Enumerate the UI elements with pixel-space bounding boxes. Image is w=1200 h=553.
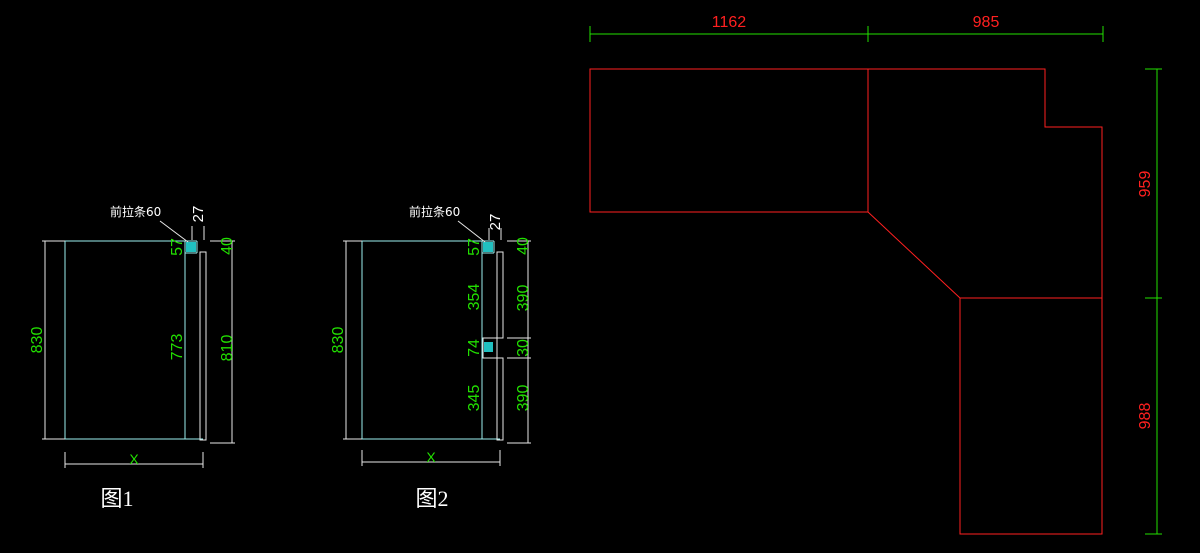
figure-1-side-panel <box>199 251 207 441</box>
plan-top-right-width: 985 <box>973 14 1000 31</box>
plan-lower-section <box>959 297 1103 535</box>
figure-2-note-leader <box>457 220 486 243</box>
figure-2-mid-gap: 30 <box>515 339 532 357</box>
figure-2-mid-rail-height: 74 <box>466 339 483 357</box>
figure-2-upper-inner: 354 <box>466 284 483 311</box>
figure-1-note-leader <box>159 220 189 243</box>
figure-1-front-rail <box>186 242 196 252</box>
plan-top-dim-line <box>589 26 1104 42</box>
figure-2-rail-width-marks <box>488 228 502 240</box>
plan-corner-section <box>867 68 1103 299</box>
figure-2-overall-dim-line <box>343 240 362 440</box>
figure-2-overall-height: 830 <box>330 327 347 354</box>
plan-top-left-width: 1162 <box>712 14 747 31</box>
figure-2-side-dim-line <box>507 240 531 444</box>
figure-1: 830 40 810 57 773 前拉条60 27 X 图1 <box>29 204 236 511</box>
figure-2: 830 40 390 30 390 57 354 74 345 前拉条60 27… <box>330 204 532 511</box>
plan-right-lower-height: 988 <box>1137 403 1154 430</box>
plan-outline <box>589 68 1103 535</box>
figure-1-overall-dim-line <box>42 240 65 440</box>
plan-left-section <box>589 68 869 213</box>
figure-2-mid-rail-fill <box>484 342 493 352</box>
figure-2-width-label: X <box>426 449 436 465</box>
figure-2-lower-inner: 345 <box>466 385 483 412</box>
plan-right-dim-line <box>1145 68 1162 535</box>
plan-right-upper-height: 959 <box>1137 171 1154 198</box>
figure-1-inner-height: 773 <box>169 334 186 361</box>
figure-2-rail-height: 57 <box>466 238 483 256</box>
figure-1-note: 前拉条60 <box>110 204 161 219</box>
figure-2-mid-rail <box>482 337 498 359</box>
figure-2-cabinet-body <box>361 240 483 440</box>
figure-1-side-dim-line <box>210 240 235 444</box>
figure-1-rail-height: 57 <box>169 238 186 256</box>
figure-2-upper-side: 390 <box>515 285 532 312</box>
figure-1-caption: 图1 <box>100 486 133 511</box>
figure-1-rail-width: 27 <box>190 206 207 223</box>
figure-1-rail-width-marks <box>191 226 205 240</box>
figure-2-lower-side: 390 <box>515 385 532 412</box>
figure-2-caption: 图2 <box>415 486 448 511</box>
plan-view: 1162 985 959 988 <box>589 14 1162 535</box>
figure-1-side-height: 810 <box>219 335 236 362</box>
figure-1-overall-height: 830 <box>29 327 46 354</box>
figure-2-rail-width: 27 <box>487 214 504 231</box>
figure-2-side-panel-upper <box>496 251 504 339</box>
figure-1-width-dim-line <box>64 452 204 468</box>
figure-2-width-dim-line <box>361 450 501 466</box>
figure-2-front-rail <box>483 242 493 252</box>
figure-1-top-gap: 40 <box>219 237 236 255</box>
figure-1-cabinet-body <box>64 240 186 440</box>
figure-2-note: 前拉条60 <box>409 204 460 219</box>
figure-1-width-label: X <box>129 451 139 467</box>
figure-2-side-panel-lower <box>496 357 504 441</box>
figure-2-top-gap: 40 <box>515 237 532 255</box>
